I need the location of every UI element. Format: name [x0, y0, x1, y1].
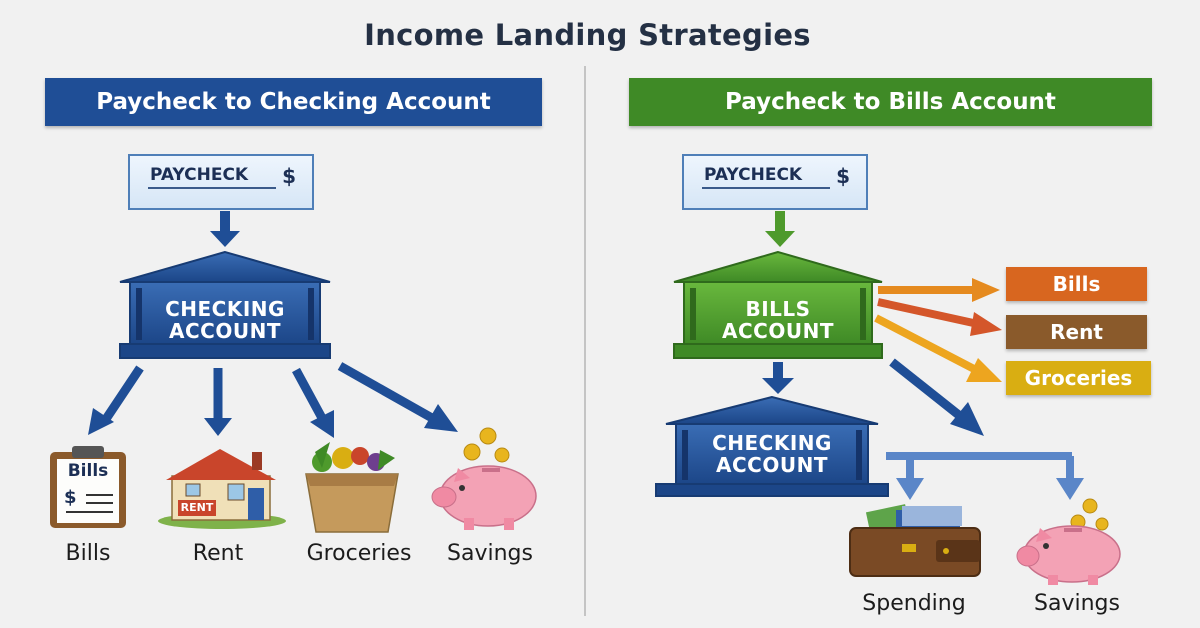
outcome-label-savings: Savings [1034, 591, 1120, 616]
bill-item-groceries: Groceries [1006, 361, 1151, 395]
arrow-to-groceries-item [874, 314, 1002, 382]
grocery-bag-icon [305, 442, 399, 533]
right-checking-account-label: CHECKING ACCOUNT [676, 432, 868, 476]
category-label-groceries: Groceries [306, 541, 412, 566]
right-paycheck: PAYCHECK $ [682, 154, 868, 210]
paycheck-line [702, 187, 830, 189]
account-label-line2: ACCOUNT [722, 319, 834, 343]
category-label-bills: Bills [65, 541, 111, 566]
arrow-to-rent-item [877, 298, 1002, 336]
checking-bank-building [119, 250, 331, 359]
wallet-icon [849, 504, 981, 577]
arrow-to-savings-diagonal [889, 358, 984, 436]
left-strategy-banner: Paycheck to Checking Account [45, 78, 542, 126]
piggy-bank-icon [1016, 498, 1121, 585]
bills-account-building [673, 250, 883, 359]
section-divider [584, 66, 586, 616]
bill-item-bills: Bills [1006, 267, 1147, 301]
rent-sign: RENT [180, 501, 214, 514]
arrow-to-groceries [292, 367, 334, 438]
category-label-rent: Rent [192, 541, 244, 566]
paycheck-label: PAYCHECK [150, 165, 249, 185]
house-icon [158, 449, 286, 529]
arrow-bills-to-checking [762, 362, 794, 394]
clipboard-bills-icon [50, 446, 126, 528]
arrow-to-bills [88, 365, 144, 435]
left-paycheck: PAYCHECK $ [128, 154, 314, 210]
arrow-to-rent [204, 368, 232, 436]
arrow-paycheck-to-bills-account [765, 211, 795, 247]
account-label-line2: ACCOUNT [716, 453, 828, 477]
bills-account-label: BILLS ACCOUNT [684, 298, 872, 342]
account-label-line1: BILLS [745, 297, 811, 321]
dollar-icon: $ [282, 164, 296, 188]
right-strategy-banner: Paycheck to Bills Account [629, 78, 1152, 126]
checking-account-label: CHECKING ACCOUNT [130, 298, 320, 342]
account-label-line1: CHECKING [165, 297, 285, 321]
paycheck-label: PAYCHECK [704, 165, 803, 185]
account-label-line1: CHECKING [712, 431, 832, 455]
piggy-bank-icon [431, 427, 537, 530]
outcome-label-spending: Spending [862, 591, 966, 616]
right-checking-bank-building [655, 395, 889, 497]
arrow-to-savings [337, 362, 458, 432]
clipboard-title: Bills [67, 461, 109, 481]
paycheck-line [148, 187, 276, 189]
account-label-line2: ACCOUNT [169, 319, 281, 343]
page-title: Income Landing Strategies [364, 18, 811, 52]
category-label-savings: Savings [447, 541, 533, 566]
dollar-icon: $ [836, 164, 850, 188]
dollar-icon: $ [64, 487, 77, 508]
arrows-checking-to-outcomes [886, 452, 1084, 500]
arrow-to-bills-item [878, 278, 1000, 302]
bill-item-rent: Rent [1006, 315, 1147, 349]
arrow-paycheck-to-checking [210, 211, 240, 247]
